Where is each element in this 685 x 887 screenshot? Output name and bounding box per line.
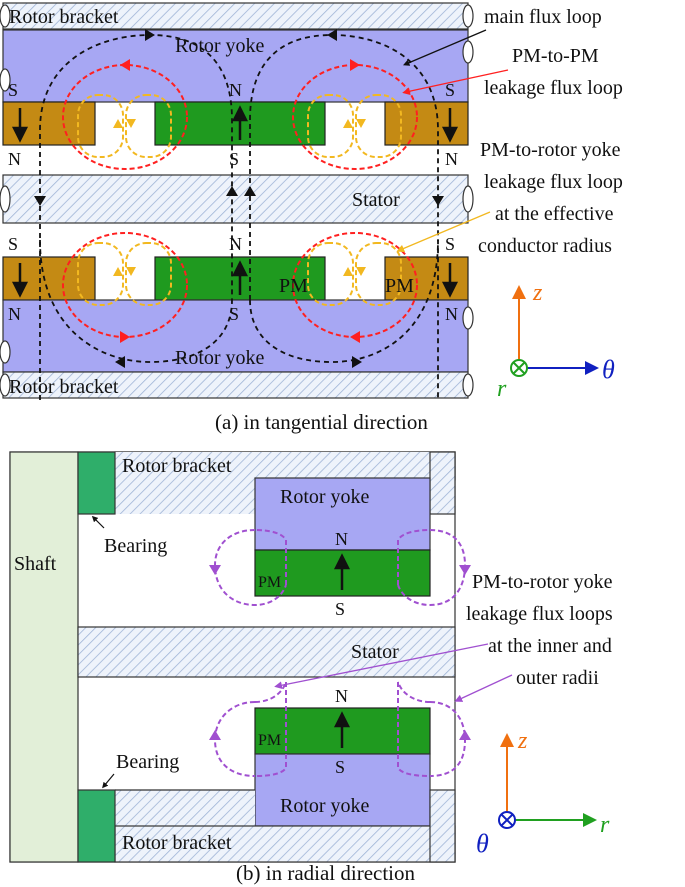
pm-to-pm-label-2: leakage flux loop bbox=[484, 77, 623, 99]
panel-b: Rotor bracket Rotor yoke Shaft Bearing N… bbox=[9, 451, 613, 885]
pm-label-b-bottom: PM bbox=[258, 732, 281, 749]
pm-label-a2: PM bbox=[385, 275, 414, 297]
rotor-yoke-top bbox=[2, 29, 469, 103]
pm-to-yoke-label-4: conductor radius bbox=[478, 235, 612, 257]
svg-text:N: N bbox=[229, 234, 242, 254]
pm-to-pm-pointer bbox=[402, 69, 509, 95]
pm-to-pm-label-1: PM-to-PM bbox=[512, 45, 599, 67]
svg-text:N: N bbox=[8, 304, 21, 324]
pm-to-pm-arrows bbox=[120, 59, 360, 343]
loops-pointer-inner bbox=[274, 643, 489, 690]
stator-label-b: Stator bbox=[351, 641, 399, 663]
svg-text:N: N bbox=[445, 304, 458, 324]
loops-label-4: outer radii bbox=[516, 667, 599, 689]
bearing-bottom bbox=[77, 789, 116, 863]
break-marks bbox=[0, 4, 474, 397]
axis-z-label-a: z bbox=[532, 280, 543, 306]
rotor-bracket-b-top-label: Rotor bracket bbox=[122, 455, 232, 477]
axis-r-label-b: r bbox=[600, 812, 610, 838]
pm-to-yoke-arrows bbox=[113, 119, 366, 276]
magnetization-arrows-b bbox=[333, 553, 351, 748]
rotor-yoke-bottom bbox=[2, 299, 469, 373]
rotor-bracket-top-label: Rotor bracket bbox=[9, 6, 119, 28]
pm-to-yoke-label-1: PM-to-rotor yoke bbox=[480, 139, 621, 161]
pm-to-yoke-label-2: leakage flux loop bbox=[484, 171, 623, 193]
rotor-bracket-b-bottom-right bbox=[429, 789, 456, 863]
axis-theta-label-b: θ bbox=[476, 829, 489, 858]
shaft bbox=[9, 451, 79, 863]
pm-label-b-top: PM bbox=[258, 574, 281, 591]
bearing-top-label: Bearing bbox=[104, 535, 167, 557]
axis-r-label-a: r bbox=[497, 376, 507, 402]
pole-labels-a: S N S N S N S N S N S N bbox=[8, 80, 458, 324]
pole-b-top-n: N bbox=[335, 529, 348, 549]
axis-theta-label-a: θ bbox=[602, 355, 615, 384]
pole-b-bottom-s: S bbox=[335, 757, 345, 777]
svg-text:N: N bbox=[8, 149, 21, 169]
panel-a: Rotor bracket Rotor yoke Stator PM PM Ro… bbox=[0, 2, 623, 434]
rotor-yoke-b-bottom-label: Rotor yoke bbox=[280, 795, 370, 817]
rotor-bracket-b-bottom-base bbox=[114, 825, 456, 863]
caption-b: (b) in radial direction bbox=[236, 861, 416, 885]
stator-label-a: Stator bbox=[352, 189, 400, 211]
loops-label-1: PM-to-rotor yoke bbox=[472, 571, 613, 593]
axis-z-label-b: z bbox=[517, 728, 528, 754]
rotor-yoke-bottom-label: Rotor yoke bbox=[175, 347, 265, 369]
radial-leakage-loops bbox=[213, 529, 467, 777]
pm-top-right bbox=[384, 101, 469, 146]
pm-to-yoke-label-3: at the effective bbox=[495, 203, 614, 225]
bearing-bottom-pointer bbox=[102, 773, 115, 789]
pole-b-top-s: S bbox=[335, 599, 345, 619]
rotor-yoke-b-top-label: Rotor yoke bbox=[280, 486, 370, 508]
rotor-yoke-b-bottom bbox=[254, 753, 431, 827]
stator-a bbox=[2, 174, 469, 224]
pm-label-a1: PM bbox=[279, 275, 308, 297]
loops-pointer-outer bbox=[454, 674, 513, 702]
pm-to-yoke-loops bbox=[77, 94, 402, 306]
loops-label-2: leakage flux loops bbox=[466, 603, 613, 625]
bearing-top-pointer bbox=[91, 515, 105, 529]
svg-text:S: S bbox=[8, 234, 18, 254]
axes-a: z θ r bbox=[497, 280, 615, 402]
main-flux-arrows bbox=[34, 29, 444, 368]
svg-text:S: S bbox=[445, 80, 455, 100]
caption-a: (a) in tangential direction bbox=[215, 410, 428, 434]
stator-b bbox=[77, 626, 456, 678]
svg-text:S: S bbox=[445, 234, 455, 254]
pm-top-left bbox=[2, 101, 96, 146]
svg-text:S: S bbox=[8, 80, 18, 100]
rotor-bracket-b-bottom-label: Rotor bracket bbox=[122, 832, 232, 854]
magnetization-arrows bbox=[11, 105, 459, 298]
axes-b: z r θ bbox=[476, 728, 610, 858]
shaft-label: Shaft bbox=[14, 553, 57, 575]
bearing-top bbox=[77, 451, 116, 515]
svg-text:N: N bbox=[229, 80, 242, 100]
svg-text:S: S bbox=[229, 304, 239, 324]
radial-leakage-arrows bbox=[209, 565, 471, 740]
bearing-bottom-label: Bearing bbox=[116, 751, 179, 773]
main-flux-pointer bbox=[403, 29, 487, 66]
svg-text:S: S bbox=[229, 149, 239, 169]
loops-label-3: at the inner and bbox=[488, 635, 612, 657]
svg-text:N: N bbox=[445, 149, 458, 169]
pm-to-yoke-pointer bbox=[396, 211, 491, 253]
pole-b-bottom-n: N bbox=[335, 686, 348, 706]
main-flux-loop-label: main flux loop bbox=[484, 6, 602, 28]
rotor-bracket-bottom-label: Rotor bracket bbox=[9, 376, 119, 398]
rotor-bracket-b-top-right bbox=[429, 451, 456, 515]
rotor-yoke-top-label: Rotor yoke bbox=[175, 35, 265, 57]
